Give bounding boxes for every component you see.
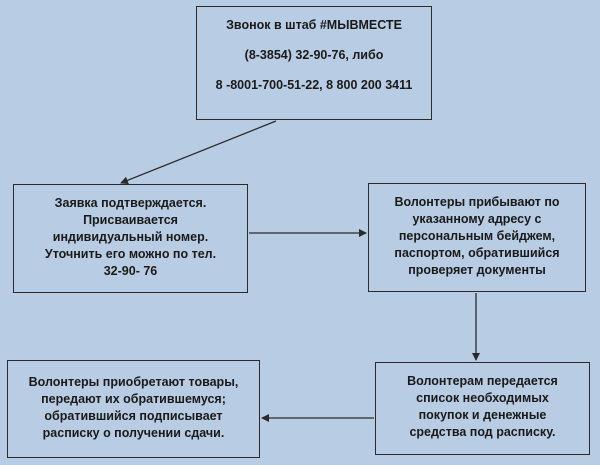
request-line-4: Уточнить его можно по тел.	[44, 247, 217, 261]
arrive-line-5: проверяет документы	[408, 263, 546, 277]
request-line-5: 32-90- 76	[103, 264, 158, 278]
handover-line-4: средства под расписку.	[409, 425, 556, 439]
handover-box: Волонтерам передается список необходимых…	[375, 362, 590, 455]
request-confirmed-box: Заявка подтверждается. Присваивается инд…	[13, 184, 248, 293]
hotline-box: Звонок в штаб #МЫВМЕСТЕ (8-3854) 32-90-7…	[196, 6, 432, 120]
purchase-line-4: расписку о получении сдачи.	[42, 426, 225, 440]
hotline-local-phone: (8-3854) 32-90-76, либо	[244, 48, 384, 62]
purchase-line-2: передают их обратившемуся;	[41, 392, 226, 406]
arrow-hotline-to-request	[120, 120, 277, 185]
purchase-box: Волонтеры приобретают товары, передают и…	[7, 360, 260, 458]
handover-line-2: список необходимых	[416, 391, 549, 405]
handover-line-3: покупок и денежные	[418, 408, 547, 422]
hotline-free-phones: 8 -8001-700-51-22, 8 800 200 3411	[215, 78, 413, 92]
arrive-line-1: Волонтеры прибывают по	[394, 195, 560, 209]
purchase-line-1: Волонтеры приобретают товары,	[28, 375, 239, 389]
volunteers-arrive-box: Волонтеры прибывают по указанному адресу…	[368, 183, 586, 292]
handover-line-1: Волонтерам передается	[407, 374, 558, 388]
purchase-line-3: обратившийся подписывает	[44, 409, 223, 423]
request-line-2: Присваивается	[83, 213, 178, 227]
request-line-1: Заявка подтверждается.	[54, 196, 207, 210]
arrive-line-3: персональным бейджем,	[398, 229, 556, 243]
arrive-line-2: указанному адресу с	[412, 212, 542, 226]
arrive-line-4: паспортом, обратившийся	[394, 246, 560, 260]
request-line-3: индивидуальный номер.	[52, 230, 209, 244]
hotline-title: Звонок в штаб #МЫВМЕСТЕ	[226, 18, 402, 32]
